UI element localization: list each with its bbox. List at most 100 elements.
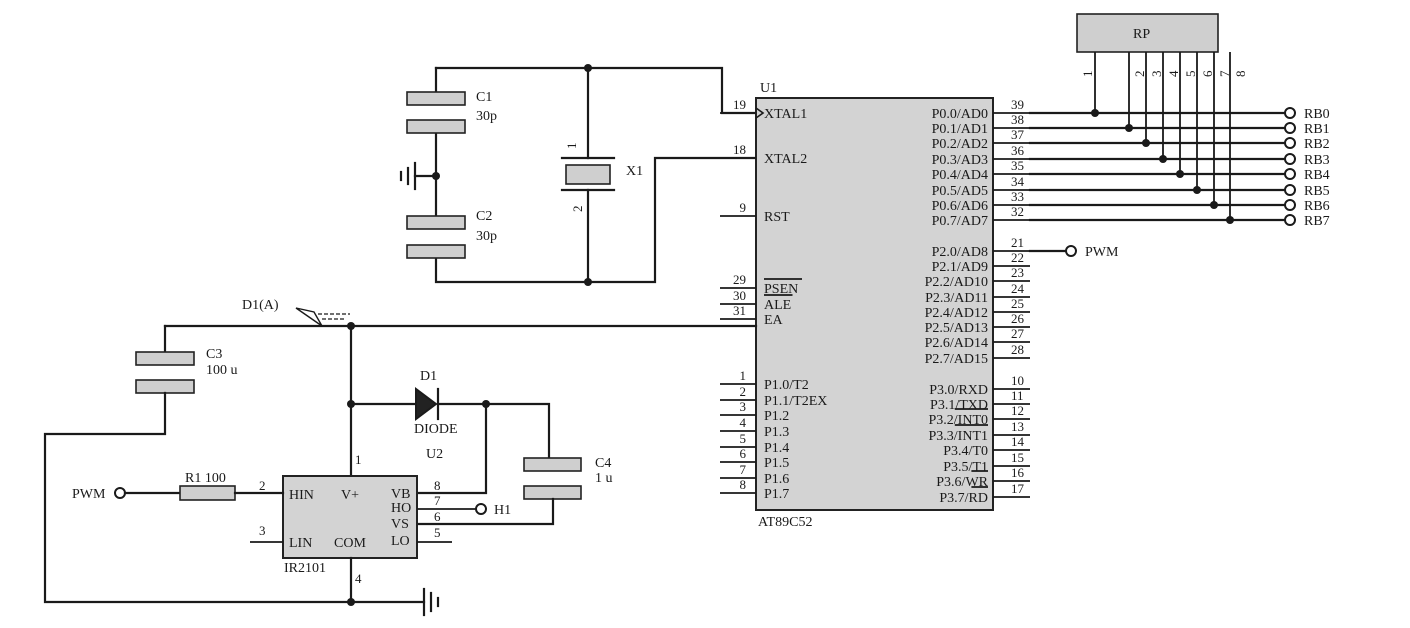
rb-line-rb3: RB3 [1028,153,1330,168]
rb-line-rb5: RB5 [1028,184,1330,199]
rb-label: RB1 [1304,122,1330,137]
mcu-pin-number: 34 [1011,174,1025,189]
rp-pin-number: 1 [1080,71,1095,78]
rb-terminal [1284,184,1296,196]
rp-pin-number: 5 [1183,71,1198,78]
mcu-pin-number: 28 [1011,342,1024,357]
mcu-pin-number: 22 [1011,250,1024,265]
c3-plate-top [135,351,195,366]
mcu-pin-number: 3 [740,399,747,414]
mcu-pin-label: P1.0/T2 [764,378,809,393]
h1-terminal [475,503,487,515]
pwm-output: PWM [1028,245,1119,260]
u2-pin-vs: VS [391,517,409,532]
u2-pin-vplus: V+ [341,488,359,503]
mcu-pin-label: P3.7/RD [939,491,988,506]
u2-part: IR2101 [284,561,326,576]
rb-terminal [1284,107,1296,119]
mcu-pin-number: 15 [1011,450,1024,465]
u2-pin-num-5: 5 [434,525,441,540]
u2-pin-num-8: 8 [434,478,441,493]
u2-ref: U2 [426,447,443,462]
mcu-pin-number: 4 [740,415,747,430]
diode-d1-symbol [415,387,438,421]
mcu-pin-label: P1.1/T2EX [764,394,827,409]
rb-label: RB2 [1304,137,1330,152]
mcu-pin-number: 36 [1011,143,1025,158]
u2-pin-num-1: 1 [355,452,362,467]
c2-plate-top [406,215,466,230]
rb-terminal [1284,153,1296,165]
rb-label: RB5 [1304,184,1330,199]
rb-label: RB6 [1304,199,1330,214]
mcu-pin-label: P2.7/AD15 [925,352,988,367]
rb-label: RB0 [1304,107,1330,122]
mcu-pin-number: 32 [1011,204,1024,219]
mcu-pin-label: P1.3 [764,425,789,440]
junction-dot [1176,170,1184,178]
rb-line-rb2: RB2 [1028,137,1330,152]
c4-plate-bottom [523,485,582,500]
rp-pin-6: 6 [1196,52,1215,190]
rb-line-rb1: RB1 [1028,122,1330,137]
rb-line-rb0: RB0 [1028,107,1330,122]
mcu-pin-number: 1 [740,368,747,383]
r1-label: R1 100 [185,471,226,486]
c1-value: 30p [476,109,497,124]
mcu-left-pins: 19XTAL118XTAL29RST29PSEN30ALE31EA1P1.0/T… [720,97,827,502]
rb-label: RB3 [1304,153,1330,168]
crystal-pin-2: 2 [570,206,585,213]
mcu-pin-label: P0.1/AD1 [932,122,988,137]
mcu-pin-number: 13 [1011,419,1024,434]
junction-dot [1125,124,1133,132]
mcu-pin-number: 26 [1011,311,1025,326]
mcu-pin-label: P3.0/RXD [929,383,988,398]
rb-terminal [1284,122,1296,134]
mcu-pin-number: 18 [733,142,746,157]
mcu-pin-number: 21 [1011,235,1024,250]
mcu-pin-number: 39 [1011,97,1024,112]
mcu-pin-label: P1.7 [764,487,789,502]
mcu-pin-p1-6: 7P1.6 [720,462,789,487]
mcu-pin-number: 23 [1011,265,1024,280]
mcu-pin-label: P2.1/AD9 [932,260,988,275]
mcu-pin-label: RST [764,210,790,225]
u2-pin-num-2: 2 [259,478,266,493]
mcu-pin-label: P2.3/AD11 [925,291,988,306]
rp-pin-number: 2 [1132,71,1147,78]
rp-pin-8: 8 [1229,52,1248,220]
mcu-pin-label: P1.2 [764,409,789,424]
mcu-pin-number: 33 [1011,189,1024,204]
junction-dot [1159,155,1167,163]
pwm-out-label: PWM [1085,245,1119,260]
mcu-pin-p1-7: 8P1.7 [720,477,789,502]
mcu-pin-number: 29 [733,272,746,287]
mcu-pin-label: P0.6/AD6 [932,199,988,214]
h1-label: H1 [494,503,511,518]
rb-label: RB4 [1304,168,1330,183]
rp-pin-number: 6 [1200,70,1215,77]
pwm-in-label: PWM [72,487,106,502]
d1-name: D1 [420,369,437,384]
c3-name: C3 [206,347,222,362]
junction-dot [1226,216,1234,224]
mcu-pin-number: 14 [1011,434,1025,449]
mcu-pin-label: EA [764,313,784,328]
rp-pin-2: 2 [1128,52,1147,128]
rp-pin-3: 3 [1145,52,1164,143]
mcu-pin-p1-3: 4P1.3 [720,415,789,440]
mcu-pin-number: 5 [740,431,747,446]
mcu-pin-label: P3.3/INT1 [929,429,989,444]
mcu-pin-label: P1.4 [764,441,789,456]
u2-pin-num-7: 7 [434,493,441,508]
